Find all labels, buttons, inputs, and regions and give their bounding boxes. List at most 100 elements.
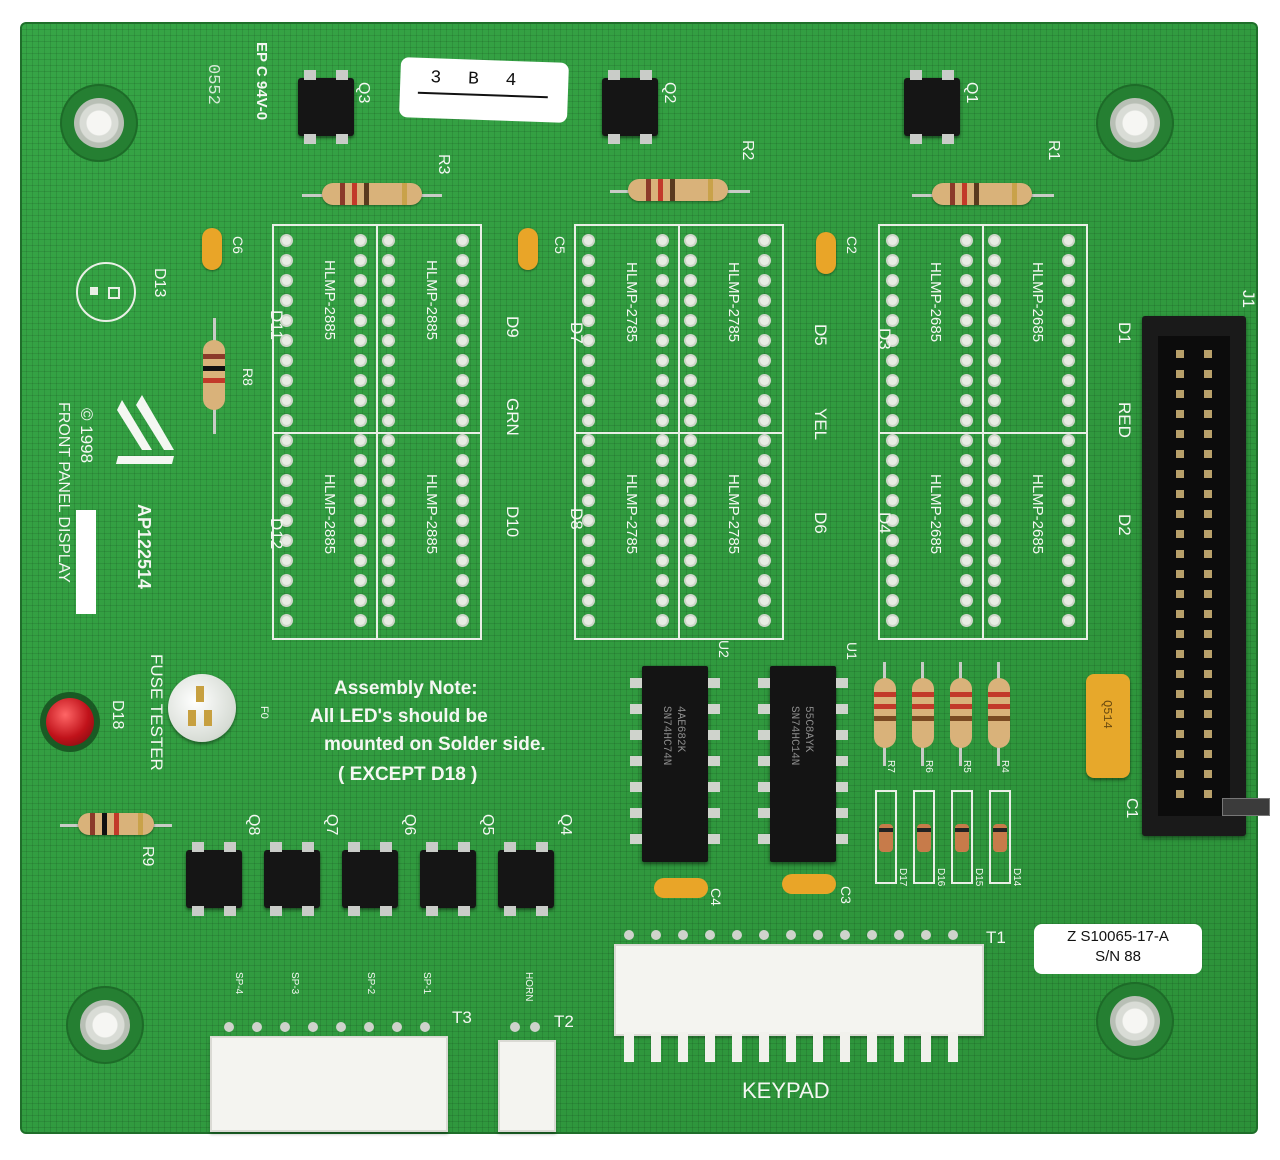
solder-pad <box>282 536 291 545</box>
solder-pad <box>888 476 897 485</box>
solder-pad <box>990 456 999 465</box>
solder-pad <box>584 376 593 385</box>
solder-pad <box>990 616 999 625</box>
solder-pad <box>990 276 999 285</box>
solder-pad <box>658 236 667 245</box>
solder-pad <box>458 416 467 425</box>
solder-pad <box>1064 576 1073 585</box>
ic-pin <box>630 834 642 844</box>
connector-pin <box>1176 590 1184 598</box>
ic-pin <box>836 704 848 714</box>
solder-pad <box>384 516 393 525</box>
solder-pad <box>282 436 291 445</box>
solder-pad <box>888 236 897 245</box>
solder-pad <box>458 616 467 625</box>
transistor-q8 <box>186 842 242 916</box>
solder-pad <box>282 596 291 605</box>
solder-pad <box>458 476 467 485</box>
solder-pad <box>962 596 971 605</box>
solder-pad <box>686 316 695 325</box>
solder-pad <box>686 456 695 465</box>
ic-pin <box>836 678 848 688</box>
solder-pad <box>658 316 667 325</box>
solder-pad <box>282 616 291 625</box>
solder-pad <box>990 596 999 605</box>
transistor-q5 <box>420 842 476 916</box>
connector-pin <box>1176 510 1184 518</box>
solder-pad <box>658 276 667 285</box>
solder-pad <box>584 296 593 305</box>
resistor <box>950 678 972 748</box>
solder-pad <box>686 256 695 265</box>
mounting-hole <box>62 86 136 160</box>
solder-pad <box>962 276 971 285</box>
solder-pad <box>990 396 999 405</box>
solder-pad <box>962 556 971 565</box>
solder-pad <box>384 416 393 425</box>
solder-pad <box>1064 496 1073 505</box>
solder-pad <box>282 416 291 425</box>
solder-pad <box>458 436 467 445</box>
connector-pin <box>1204 670 1212 678</box>
solder-pad <box>458 276 467 285</box>
mounting-hole <box>68 988 142 1062</box>
solder-pad <box>1064 456 1073 465</box>
solder-pad <box>584 556 593 565</box>
ic-pin-layer <box>20 22 1258 1134</box>
connector-pin <box>1204 550 1212 558</box>
solder-pad <box>384 316 393 325</box>
solder-pad <box>990 536 999 545</box>
solder-pad <box>888 596 897 605</box>
connector-pin <box>308 1022 318 1032</box>
solder-pad <box>384 436 393 445</box>
solder-pad <box>384 336 393 345</box>
solder-pad <box>658 596 667 605</box>
ic-pin <box>708 756 720 766</box>
solder-pad <box>458 336 467 345</box>
ic-pin <box>630 704 642 714</box>
solder-pad <box>962 316 971 325</box>
connector-pin <box>1176 610 1184 618</box>
ic-pin <box>758 678 770 688</box>
assembly-note-line-2: mounted on Solder side. <box>324 734 546 755</box>
solder-pad <box>356 456 365 465</box>
solder-pad <box>686 276 695 285</box>
solder-pad <box>990 236 999 245</box>
ic-pin <box>836 808 848 818</box>
solder-pad <box>458 596 467 605</box>
connector-t1-keypad <box>614 944 984 1036</box>
solder-pad <box>356 496 365 505</box>
solder-pad <box>282 256 291 265</box>
solder-pad <box>760 556 769 565</box>
solder-pad <box>760 236 769 245</box>
connector-pin <box>1204 750 1212 758</box>
ic-pin <box>836 782 848 792</box>
solder-pad <box>686 416 695 425</box>
solder-pad <box>282 476 291 485</box>
diode <box>875 790 897 884</box>
solder-pad <box>760 576 769 585</box>
solder-pad <box>282 276 291 285</box>
ic-pin <box>758 808 770 818</box>
connector-pin <box>1176 410 1184 418</box>
solder-pad <box>584 576 593 585</box>
led-array-red <box>878 224 1088 640</box>
mounting-hole <box>1098 984 1172 1058</box>
solder-pad <box>458 576 467 585</box>
solder-pad <box>458 256 467 265</box>
solder-pad <box>282 396 291 405</box>
solder-pad <box>760 256 769 265</box>
solder-pad <box>658 356 667 365</box>
ic-u1: SN74HC14N 55C8AYK <box>770 666 836 862</box>
solder-pad <box>962 356 971 365</box>
solder-pad <box>356 516 365 525</box>
connector-pin <box>280 1022 290 1032</box>
solder-pad <box>1064 396 1073 405</box>
solder-pad <box>888 276 897 285</box>
connector-pin <box>1204 430 1212 438</box>
connector-pin <box>1176 670 1184 678</box>
solder-pad <box>658 296 667 305</box>
solder-pad <box>356 376 365 385</box>
manufacturer-logo <box>116 395 174 464</box>
solder-pad <box>356 416 365 425</box>
